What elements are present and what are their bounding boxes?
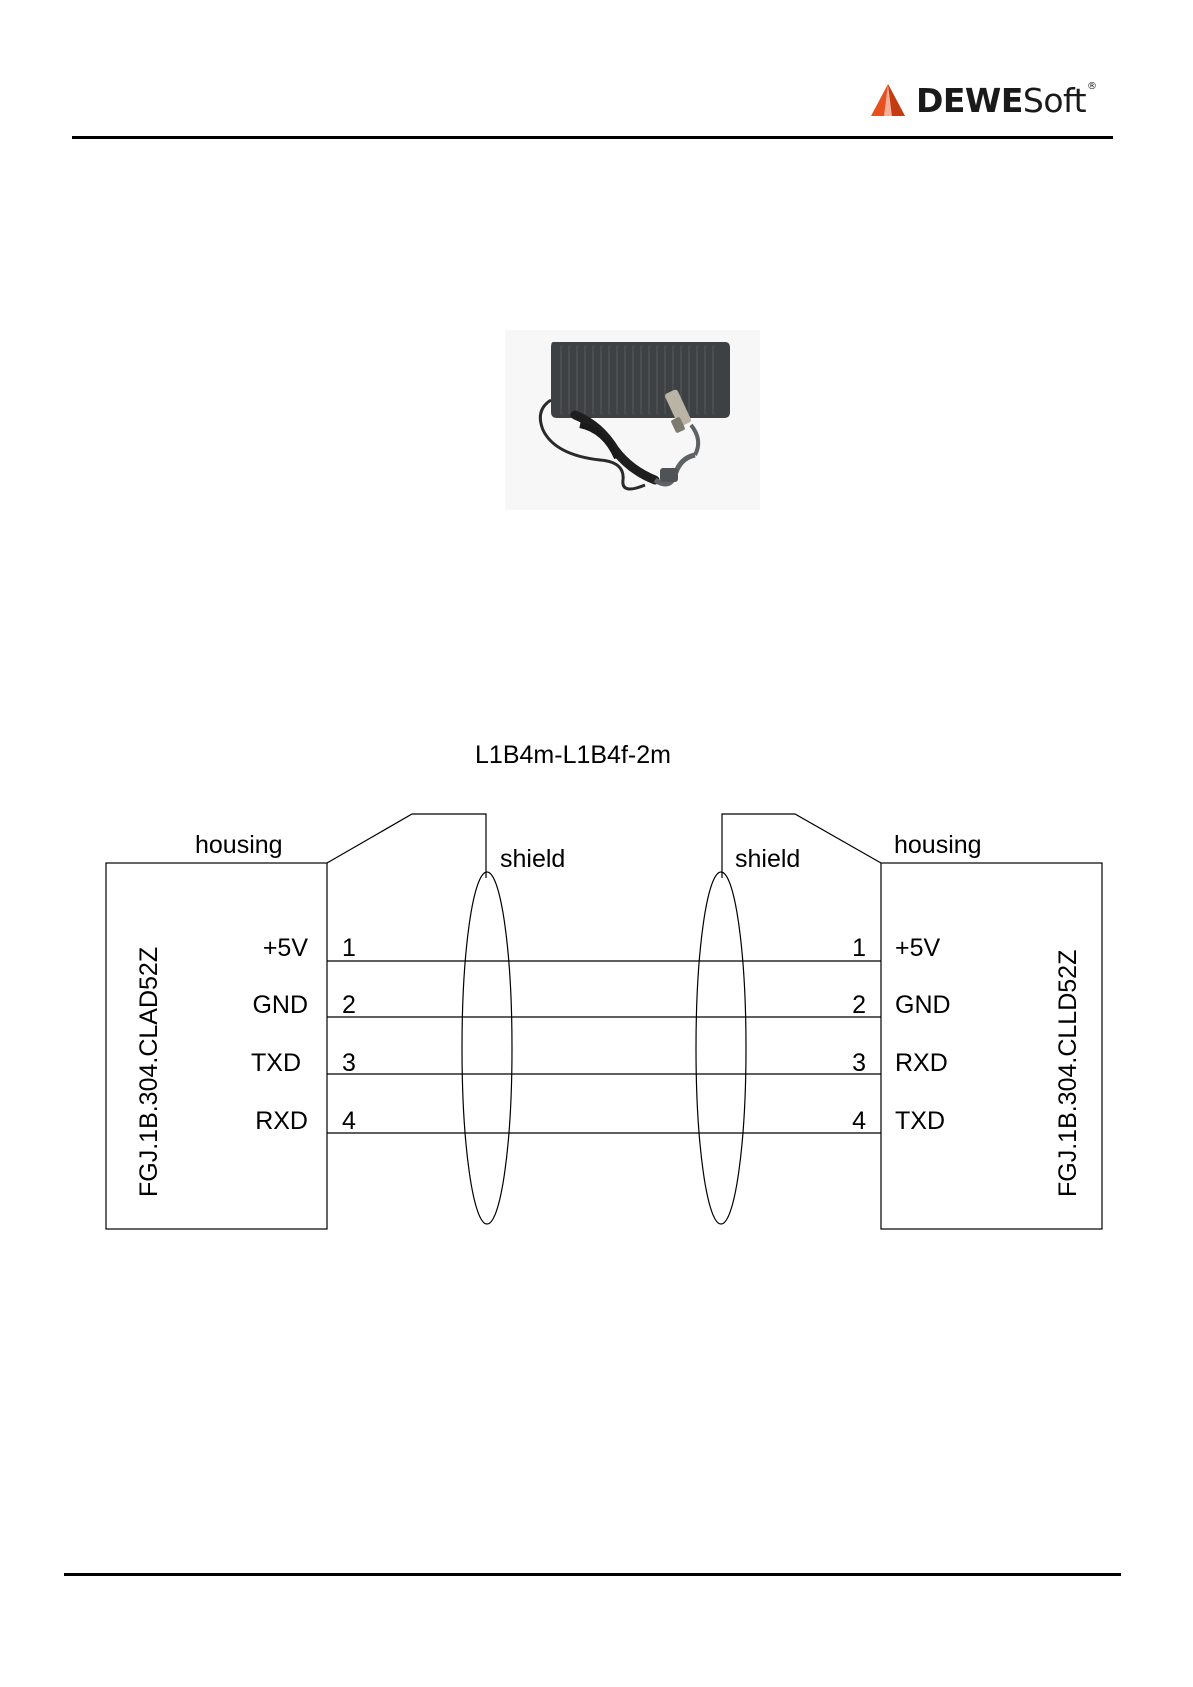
footer-rule: [64, 1573, 1121, 1576]
left-pin-number: 3: [342, 1049, 356, 1077]
diagram-title: L1B4m-L1B4f-2m: [475, 741, 671, 769]
right-shield-label: shield: [735, 845, 800, 873]
left-pin-signal: RXD: [255, 1107, 308, 1135]
left-pin-signal: +5V: [263, 934, 309, 962]
right-housing-label: housing: [894, 831, 982, 859]
left-pin-signal: GND: [252, 991, 308, 1019]
left-shield-label: shield: [500, 845, 565, 873]
left-pin-signal: TXD: [251, 1049, 301, 1077]
right-pin-number: 4: [852, 1107, 866, 1135]
left-housing-label: housing: [195, 831, 283, 859]
right-pin-signal: GND: [895, 991, 951, 1019]
right-shield-ellipse: [696, 872, 746, 1224]
right-pin-signal: +5V: [895, 934, 941, 962]
right-pin-number: 3: [852, 1049, 866, 1077]
right-pin-signal: TXD: [895, 1107, 945, 1135]
right-pin-number: 1: [852, 934, 866, 962]
right-pin-signal: RXD: [895, 1049, 948, 1077]
left-shield-lead: [327, 814, 486, 878]
left-pin-number: 4: [342, 1107, 356, 1135]
left-part-number: FGJ.1B.304.CLAD52Z: [135, 947, 163, 1197]
right-part-number: FGJ.1B.304.CLLD52Z: [1054, 950, 1082, 1197]
left-pin-number: 2: [342, 991, 356, 1019]
left-pin-number: 1: [342, 934, 356, 962]
right-pin-number: 2: [852, 991, 866, 1019]
left-shield-ellipse: [462, 872, 512, 1224]
